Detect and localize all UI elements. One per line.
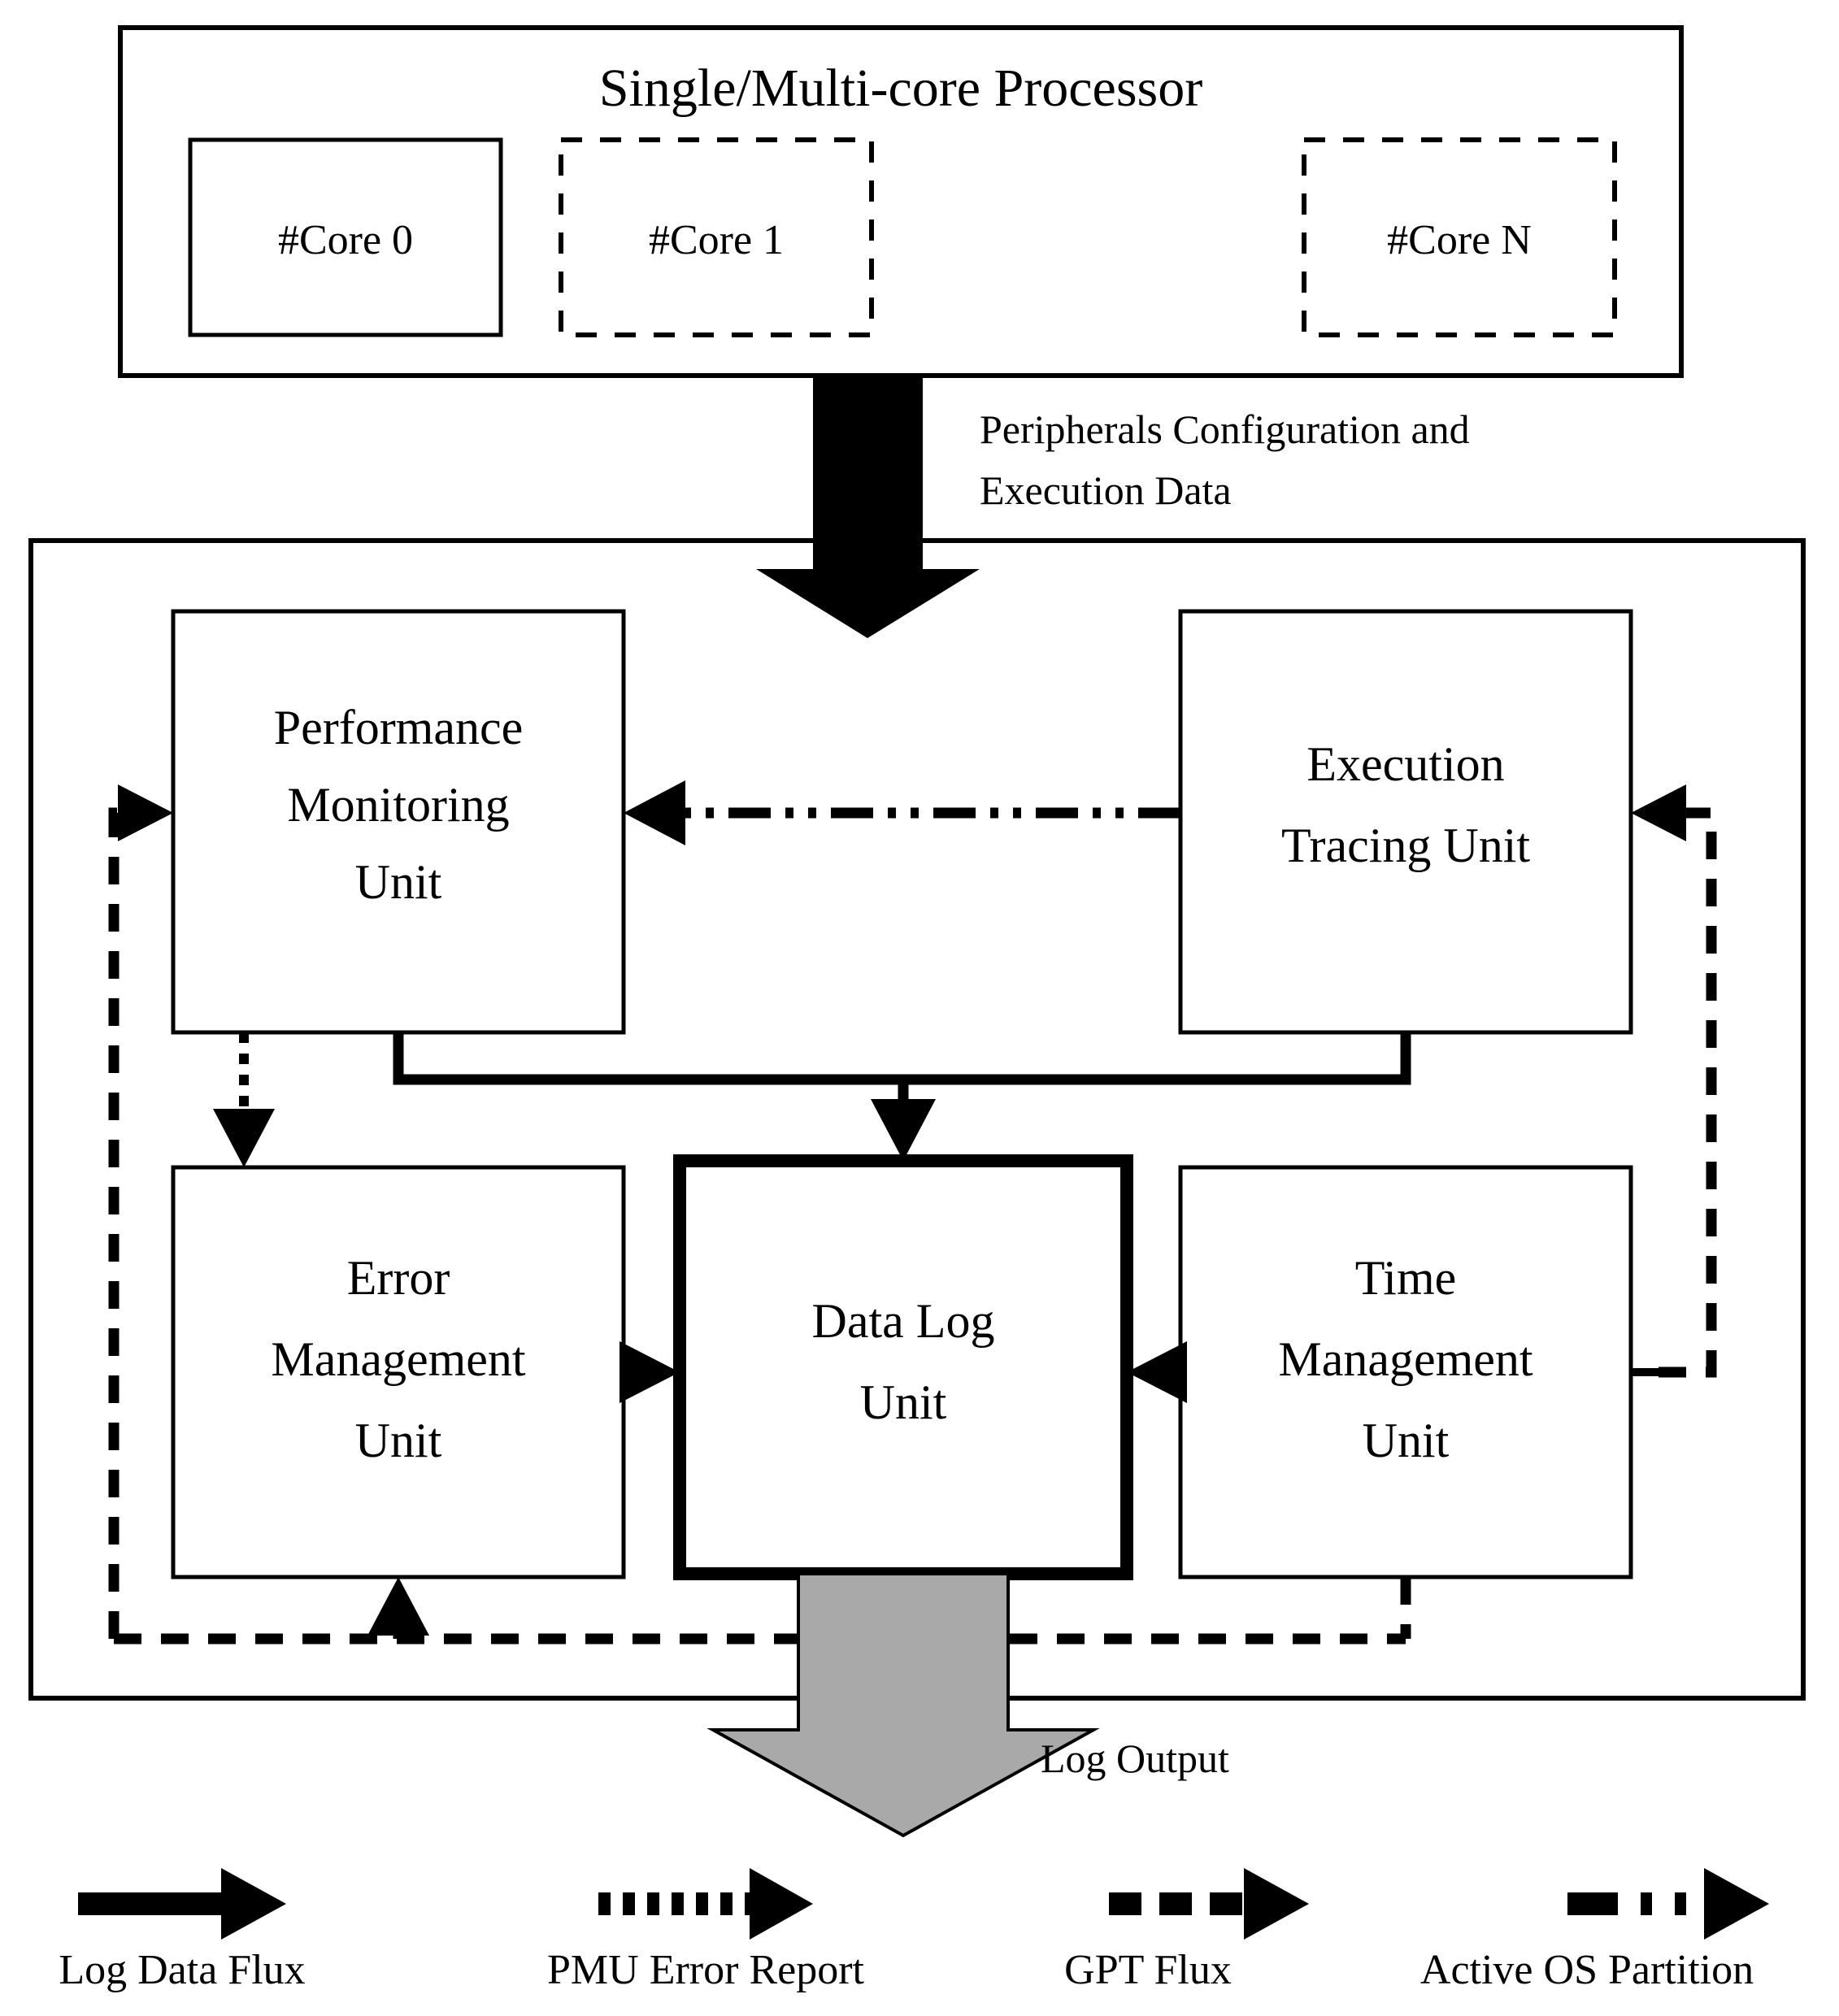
legend-label-log-data-flux: Log Data Flux xyxy=(59,1947,305,1993)
core-1-label: #Core 1 xyxy=(649,217,784,263)
legend-solid-arrowhead xyxy=(221,1868,286,1940)
legend-item-active-os-partition: Active OS Partition xyxy=(1420,1868,1769,1993)
connector-log-bus-to-dlu xyxy=(393,1032,1411,1161)
legend-label-gpt-flux: GPT Flux xyxy=(1064,1947,1232,1993)
connector-gpt-flux-bottom-rail xyxy=(114,1577,1411,1645)
legend-dashed-arrowhead xyxy=(1244,1868,1309,1940)
error-management-unit: Error Management Unit xyxy=(171,1165,626,1579)
execution-tracing-unit: Execution Tracing Unit xyxy=(1178,609,1633,1035)
dlu-label-line2: Unit xyxy=(860,1375,947,1429)
core-0-box xyxy=(188,137,503,337)
emu-label-line1: Error xyxy=(347,1251,450,1305)
tmu-label-line1: Time xyxy=(1355,1251,1457,1305)
core-1-box xyxy=(559,137,874,337)
dlu-label-line1: Data Log xyxy=(812,1294,995,1348)
core-n-box xyxy=(1302,137,1617,337)
legend-item-log-data-flux: Log Data Flux xyxy=(59,1868,306,1993)
pmu-label-line2: Monitoring xyxy=(287,778,509,832)
processor-container: Single/Multi-core Processor #Core 0 #Cor… xyxy=(118,25,1684,378)
dlu-box xyxy=(673,1154,1133,1580)
connector-pmu-to-emu-error-report xyxy=(213,1032,275,1167)
legend: Log Data Flux PMU Error Report GPT Flux … xyxy=(59,1868,1769,1993)
connector-emu-to-dlu xyxy=(620,1341,680,1403)
connector-gpt-flux-left-rail xyxy=(108,784,173,1639)
time-management-unit: Time Management Unit xyxy=(1178,1165,1633,1579)
core-n-label: #Core N xyxy=(1387,217,1532,263)
log-output-arrow xyxy=(706,1572,1100,1838)
peripherals-data-arrow xyxy=(756,376,980,638)
tmu-label-line2: Management xyxy=(1278,1332,1533,1386)
emu-label-line2: Management xyxy=(271,1332,526,1386)
data-log-unit: Data Log Unit xyxy=(673,1154,1133,1580)
legend-dotted-arrowhead xyxy=(750,1868,813,1940)
processor-title: Single/Multi-core Processor xyxy=(599,59,1202,118)
connector-tmu-to-dlu xyxy=(1127,1341,1187,1403)
tmu-label-line3: Unit xyxy=(1363,1414,1450,1467)
emu-label-line3: Unit xyxy=(355,1414,442,1467)
legend-dashdot-arrowhead xyxy=(1704,1868,1769,1940)
pmu-label-line3: Unit xyxy=(355,855,442,909)
connector-etu-to-pmu-active-os xyxy=(624,780,1180,845)
log-output-annotation: Log Output xyxy=(1041,1736,1229,1781)
legend-label-pmu-error-report: PMU Error Report xyxy=(547,1947,865,1993)
performance-monitoring-unit: Performance Monitoring Unit xyxy=(171,609,626,1035)
legend-item-pmu-error-report: PMU Error Report xyxy=(547,1868,865,1993)
core-0-label: #Core 0 xyxy=(278,217,413,263)
etu-label-line1: Execution xyxy=(1306,737,1504,791)
peripherals-annotation-line2: Execution Data xyxy=(980,467,1232,513)
etu-label-line2: Tracing Unit xyxy=(1281,819,1530,872)
pmu-label-line1: Performance xyxy=(274,701,524,754)
peripherals-annotation-line1: Peripherals Configuration and xyxy=(980,406,1470,452)
connector-gpt-flux-right-rail xyxy=(1631,784,1717,1378)
legend-label-active-os-partition: Active OS Partition xyxy=(1420,1947,1754,1993)
legend-item-gpt-flux: GPT Flux xyxy=(1064,1868,1309,1993)
